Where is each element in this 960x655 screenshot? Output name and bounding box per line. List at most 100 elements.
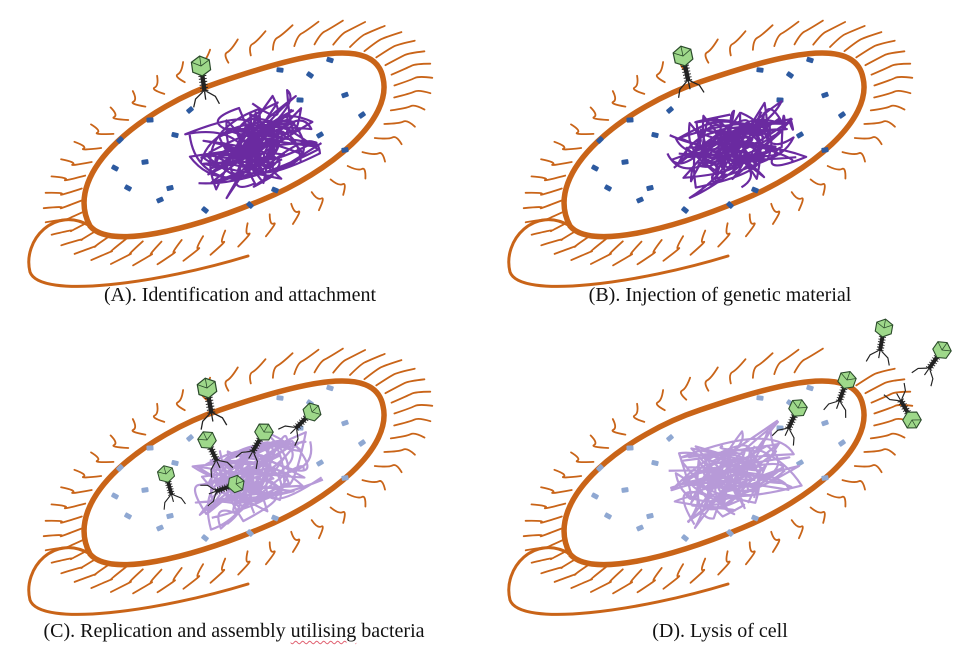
flagellum-icon	[44, 187, 83, 196]
flagellum-icon	[745, 541, 756, 566]
ribosome-dot-icon	[596, 464, 604, 472]
ribosome-dot-icon	[646, 512, 654, 520]
flagellum-icon	[272, 24, 294, 51]
flagellum-icon	[60, 486, 93, 494]
ribosome-dot-icon	[166, 184, 174, 192]
flagellum-icon	[90, 238, 127, 261]
flagellum-icon	[812, 21, 846, 46]
flagellum-icon	[632, 74, 646, 95]
ribosome-dot-icon	[806, 384, 814, 392]
flagellum-icon	[540, 486, 573, 494]
flagellum-icon	[873, 89, 912, 99]
ribosome-dot-icon	[276, 395, 284, 401]
ribosome-group	[591, 384, 846, 542]
phage-legs	[200, 412, 228, 430]
flagellum-icon	[110, 568, 144, 593]
flagellum-icon	[290, 530, 301, 553]
flagellum-icon	[182, 563, 204, 590]
flagellum-icon	[863, 120, 896, 128]
flagellum-icon	[310, 191, 324, 212]
flagellum-icon	[752, 24, 774, 51]
flagellum-icon	[745, 213, 756, 238]
flagellum-icon	[182, 235, 204, 262]
bacterium-diagram-d	[507, 318, 952, 616]
flagellum-icon	[249, 30, 267, 57]
bacteriophage-icon	[823, 370, 857, 418]
ribosome-dot-icon	[246, 201, 254, 209]
flagellum-icon	[152, 74, 166, 95]
flagellum-icon	[507, 546, 730, 616]
panel-c-replication: (C). Replication and assembly utilising …	[0, 328, 480, 655]
flagellum-icon	[540, 227, 581, 247]
flagellum-icon	[313, 19, 344, 46]
flagellum-icon	[156, 567, 183, 594]
flagellum-icon	[290, 202, 301, 225]
dna-strands	[666, 100, 808, 199]
flagellum-icon	[132, 568, 163, 595]
flagellum-icon	[704, 366, 719, 392]
flagellum-icon	[73, 561, 113, 583]
flagellum-icon	[793, 347, 824, 374]
flagellum-icon	[540, 158, 573, 166]
ribosome-dot-icon	[296, 97, 304, 103]
bacteriophage-icon	[190, 55, 221, 108]
panel-d-lysis: (D). Lysis of cell	[480, 318, 960, 655]
phage-legs	[823, 400, 847, 418]
flagellum-icon	[265, 213, 276, 238]
flagellum-icon	[44, 515, 83, 524]
ribosome-dot-icon	[821, 91, 829, 99]
phage-legs	[278, 425, 299, 446]
flagellum-icon	[293, 20, 320, 47]
flagellum-icon	[793, 19, 824, 46]
flagellum-icon	[293, 348, 320, 375]
ribosome-dot-icon	[246, 529, 254, 537]
phage-legs	[200, 484, 217, 507]
ribosome-dot-icon	[796, 131, 804, 139]
ribosome-dot-icon	[271, 514, 279, 522]
ribosome-dot-icon	[316, 459, 324, 467]
flagellum-icon	[869, 104, 906, 112]
flagellum-icon	[530, 174, 567, 182]
flagellum-icon	[855, 39, 896, 59]
phage-legs	[771, 427, 795, 446]
flagellum-icon	[853, 136, 883, 146]
bacteriophage-icon	[235, 423, 274, 470]
ribosome-dot-icon	[171, 131, 179, 139]
flagellum-icon	[42, 527, 83, 538]
flagellum-icon	[73, 468, 103, 479]
dna-strands	[668, 419, 803, 529]
flagellum-icon	[873, 76, 914, 87]
flagellum-icon	[73, 233, 113, 255]
ribosome-dot-icon	[341, 91, 349, 99]
flagellum-icon	[689, 229, 707, 256]
flagellum-icon	[540, 555, 581, 575]
ribosome-dot-icon	[276, 67, 284, 73]
ribosome-dot-icon	[306, 71, 314, 79]
ribosome-dot-icon	[201, 206, 209, 214]
ribosome-dot-icon	[156, 524, 164, 532]
ribosome-dot-icon	[681, 206, 689, 214]
ribosome-dot-icon	[821, 147, 829, 153]
ribosome-dot-icon	[636, 524, 644, 532]
flagellum-icon	[60, 555, 101, 575]
flagellum-icon	[589, 106, 610, 121]
flagellum-icon	[826, 165, 847, 180]
flagellum-icon	[384, 50, 426, 67]
flagellum-icon	[27, 546, 250, 616]
flagellum-icon	[393, 76, 434, 87]
ribosome-dot-icon	[341, 147, 349, 153]
phage-tail	[294, 415, 309, 430]
flagellum-icon	[870, 62, 912, 76]
flagellum-icon	[393, 417, 432, 427]
ribosome-dot-icon	[341, 475, 349, 481]
ribosome-group	[591, 56, 846, 214]
phage-legs	[193, 90, 221, 108]
flagellum-icon	[346, 493, 367, 508]
ribosome-dot-icon	[726, 201, 734, 209]
flagellum-icon	[90, 451, 115, 464]
ribosome-dot-icon	[756, 395, 764, 401]
flagellum-icon	[843, 31, 883, 53]
flagellum-icon	[570, 451, 595, 464]
flagellum-icon	[655, 61, 666, 84]
ribosome-dot-icon	[146, 445, 154, 451]
